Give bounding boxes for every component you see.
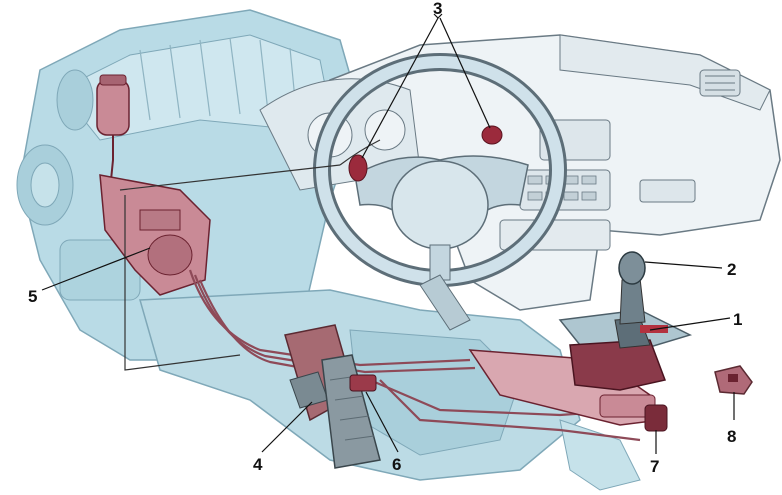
fluid-reservoir-icon xyxy=(96,74,130,191)
hydraulic-pump-icon xyxy=(99,174,211,296)
callout-1: 1 xyxy=(733,310,742,329)
leader-line-6 xyxy=(365,391,399,453)
callout-lines xyxy=(41,13,735,454)
pedal-sensor xyxy=(349,374,377,392)
callout-labels: 1 2 3 4 5 6 7 8 xyxy=(28,0,742,476)
hydraulic-unit xyxy=(96,74,211,296)
leader-line-3a xyxy=(361,17,439,159)
hydraulic-lines xyxy=(188,269,641,442)
leader-line-2 xyxy=(644,261,723,269)
callout-4: 4 xyxy=(253,455,263,474)
callout-7: 7 xyxy=(650,457,659,476)
leader-line-4 xyxy=(261,401,313,453)
callout-2: 2 xyxy=(727,260,736,279)
callout-3: 3 xyxy=(433,0,442,18)
leader-line-3b xyxy=(439,17,491,129)
sensor-icon xyxy=(714,365,753,395)
cabin-outline xyxy=(119,139,381,371)
steering-wheel xyxy=(313,53,567,331)
callout-5: 5 xyxy=(28,287,37,306)
callout-6: 6 xyxy=(392,455,401,474)
gear-shifter-icon xyxy=(558,251,693,391)
leader-line-5 xyxy=(41,247,151,291)
leader-line-1 xyxy=(649,317,731,331)
pedal-box xyxy=(284,324,381,469)
callout-8: 8 xyxy=(727,427,736,446)
